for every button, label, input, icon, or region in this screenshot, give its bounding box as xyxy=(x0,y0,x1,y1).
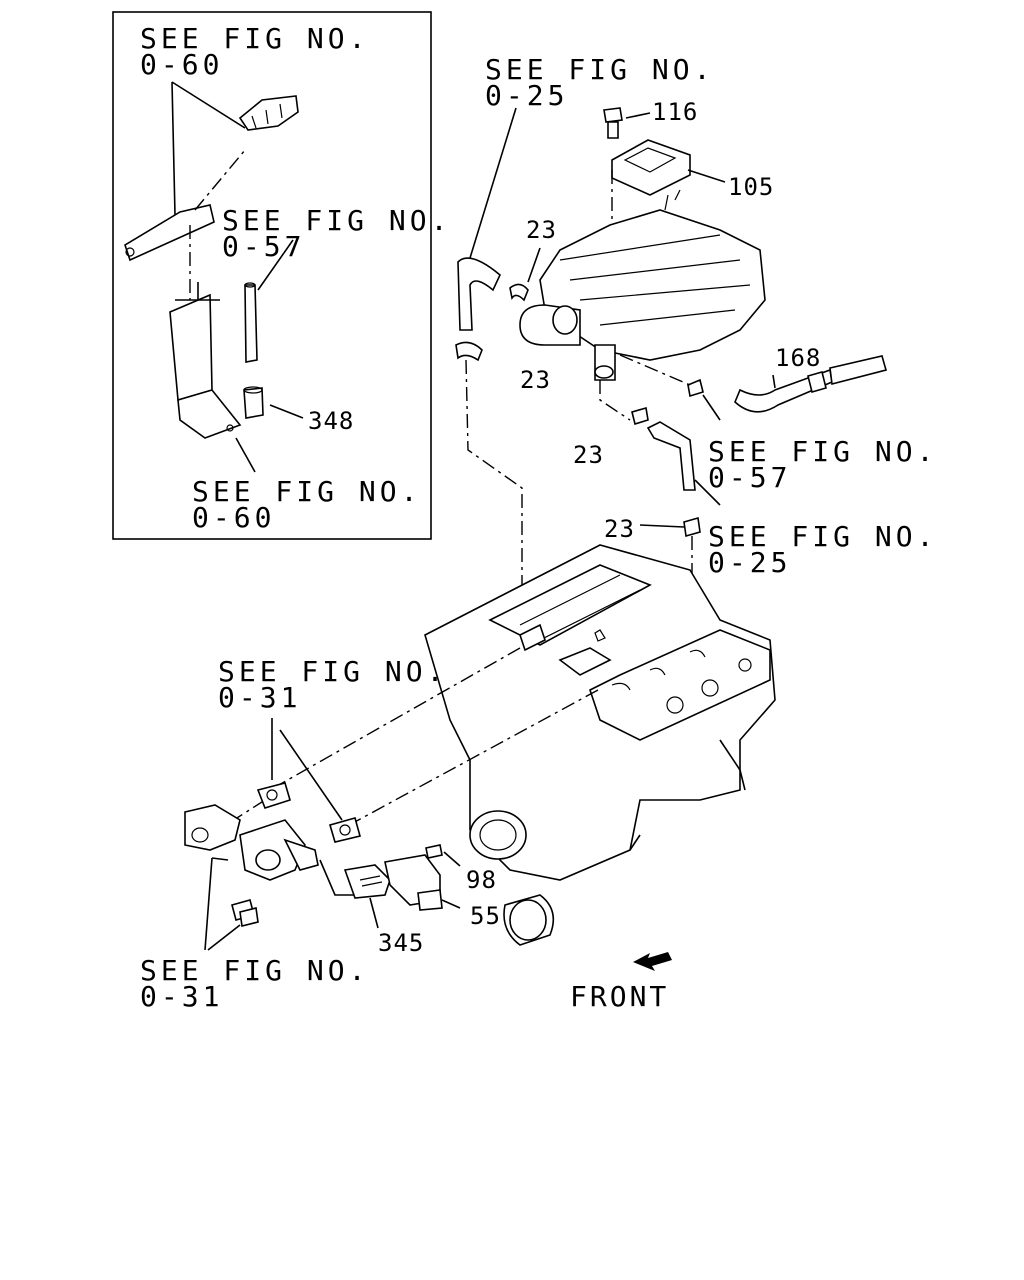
part-168: 168 xyxy=(775,344,822,372)
part-116: 116 xyxy=(652,98,699,126)
front-arrow-icon xyxy=(633,952,672,971)
ref-top-center: SEE FIG NO. 0-25 xyxy=(485,53,715,112)
upper-hose xyxy=(455,107,523,625)
thermostat-housing xyxy=(184,718,365,951)
part-348: 348 xyxy=(308,407,355,435)
part-105: 105 xyxy=(728,173,775,201)
front-label: FRONT xyxy=(570,980,670,1013)
ref-right-lower: SEE FIG NO. 0-25 xyxy=(708,520,938,579)
part-98: 98 xyxy=(466,866,497,894)
ref-inset-top: SEE FIG NO. 0-60 xyxy=(140,22,370,81)
part-23-b: 23 xyxy=(520,366,551,394)
ecm-module xyxy=(603,107,726,250)
part-23-d: 23 xyxy=(604,515,635,543)
inset-frame xyxy=(112,11,432,540)
part-23-c: 23 xyxy=(573,441,604,469)
sensor-assembly xyxy=(343,844,461,929)
ref-inset-mid: SEE FIG NO. 0-57 xyxy=(222,204,452,263)
ref-inset-bottom: SEE FIG NO. 0-60 xyxy=(192,475,422,534)
ref-left-bottom: SEE FIG NO. 0-31 xyxy=(140,954,370,1013)
inset-bracket xyxy=(124,149,246,439)
guide-lines xyxy=(214,647,599,833)
intake-manifold xyxy=(509,189,766,426)
ref-right-upper: SEE FIG NO. 0-57 xyxy=(708,435,938,494)
inset-rod xyxy=(235,239,304,473)
part-55: 55 xyxy=(470,902,501,930)
hose-168 xyxy=(702,355,887,421)
part-23-a: 23 xyxy=(526,216,557,244)
part-345: 345 xyxy=(378,929,425,957)
engine-block xyxy=(424,544,776,946)
ref-left-mid: SEE FIG NO. 0-31 xyxy=(218,655,448,714)
inset-connector xyxy=(171,81,299,216)
